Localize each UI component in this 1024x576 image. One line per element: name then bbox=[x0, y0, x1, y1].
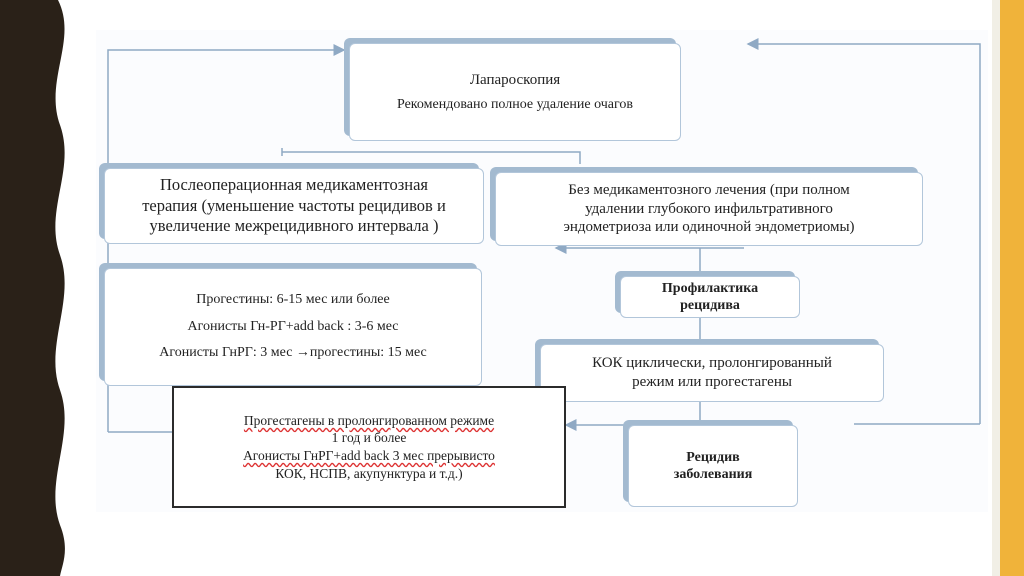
no-medication-box: Без медикаментозного лечения (при полном… bbox=[495, 172, 923, 246]
options-line-2: Агонисты Гн-РГ+add back : 3-6 мес bbox=[187, 318, 399, 334]
prolonged-line-1: Прогестагены в пролонгированном режиме bbox=[243, 412, 495, 428]
relapse-line-1: Рецидив bbox=[686, 449, 740, 465]
kok-box: КОК циклически, пролонгированный режим и… bbox=[540, 344, 884, 402]
laparoscopy-box: Лапароскопия Рекомендовано полное удален… bbox=[349, 43, 681, 141]
no-meds-line-3: эндометриоза или одиночной эндометриомы) bbox=[563, 219, 855, 236]
prolonged-line-2: 1 год и более bbox=[331, 430, 407, 446]
kok-line-2: режим или прогестагены bbox=[632, 374, 792, 390]
no-meds-line-2: удалении глубокого инфильтративного bbox=[585, 200, 833, 217]
gold-stripe bbox=[1000, 0, 1024, 576]
relapse-box: Рецидив заболевания bbox=[628, 425, 798, 507]
prevention-line-1: Профилактика bbox=[661, 280, 759, 296]
postop-line-1: Послеоперационная медикаментозная bbox=[159, 175, 428, 195]
cream-stripe bbox=[992, 0, 1000, 576]
prevention-line-2: рецидива bbox=[680, 298, 740, 313]
laparoscopy-subtitle: Рекомендовано полное удаление очагов bbox=[396, 96, 633, 112]
prolonged-line-3: Агонисты ГнРГ+add back 3 мес прерывисто bbox=[243, 448, 495, 463]
postop-line-3: увеличение межрецидивного интервала ) bbox=[149, 216, 439, 236]
therapy-options-box: Прогестины: 6-15 мес или более Агонисты … bbox=[104, 268, 482, 386]
options-line-1: Прогестины: 6-15 мес или более bbox=[196, 292, 390, 308]
postop-line-2: терапия (уменьшение частоты рецидивов и bbox=[142, 195, 446, 215]
prolonged-line-4: КОК, НСПВ, акупунктура и т.д.) bbox=[275, 465, 463, 481]
relapse-prevention-box: Профилактика рецидива bbox=[620, 276, 800, 318]
no-meds-line-1: Без медикаментозного лечения (при полном bbox=[568, 181, 850, 198]
kok-line-1: КОК циклически, пролонгированный bbox=[592, 355, 832, 372]
decorative-wave-border bbox=[0, 0, 65, 576]
laparoscopy-title: Лапароскопия bbox=[469, 71, 561, 88]
relapse-line-2: заболевания bbox=[673, 467, 753, 482]
prolonged-regimen-box: Прогестагены в пролонгированном режиме 1… bbox=[172, 386, 566, 508]
options-line-3: Агонисты ГнРГ: 3 мес →прогестины: 15 мес bbox=[159, 345, 427, 361]
postop-therapy-box: Послеоперационная медикаментозная терапи… bbox=[104, 168, 484, 244]
